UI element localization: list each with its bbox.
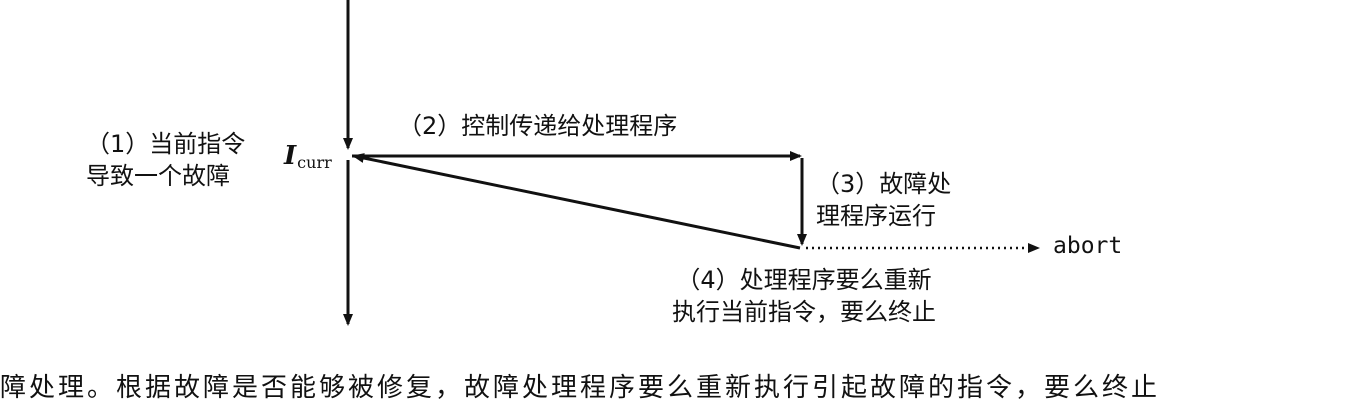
step1-label: （1）当前指令 导致一个故障 [86, 128, 245, 192]
icurr-main: I [284, 141, 297, 171]
abort-label: abort [1053, 233, 1123, 259]
icurr-label: Icurr [284, 140, 332, 179]
step1-line2: 导致一个故障 [86, 162, 230, 190]
step1-line1: （1）当前指令 [86, 130, 246, 158]
icurr-sub: curr [297, 153, 332, 172]
step2-label: （2）控制传递给处理程序 [398, 112, 678, 140]
return-to-icurr-arrow [352, 153, 801, 250]
step3-line2: 理程序运行 [816, 202, 936, 230]
step3-line1: （3）故障处 [816, 170, 952, 198]
figure-caption: 障处理。根据故障是否能够被修复，故障处理程序要么重新执行引起故障的指令，要么终止 [0, 373, 1161, 403]
step3-label: （3）故障处 理程序运行 [816, 168, 951, 232]
step4-line1: （4）处理程序要么重新 [676, 266, 932, 294]
step4-label: （4）处理程序要么重新 执行当前指令，要么终止 [672, 264, 936, 328]
step4-line2: 执行当前指令，要么终止 [672, 298, 936, 326]
